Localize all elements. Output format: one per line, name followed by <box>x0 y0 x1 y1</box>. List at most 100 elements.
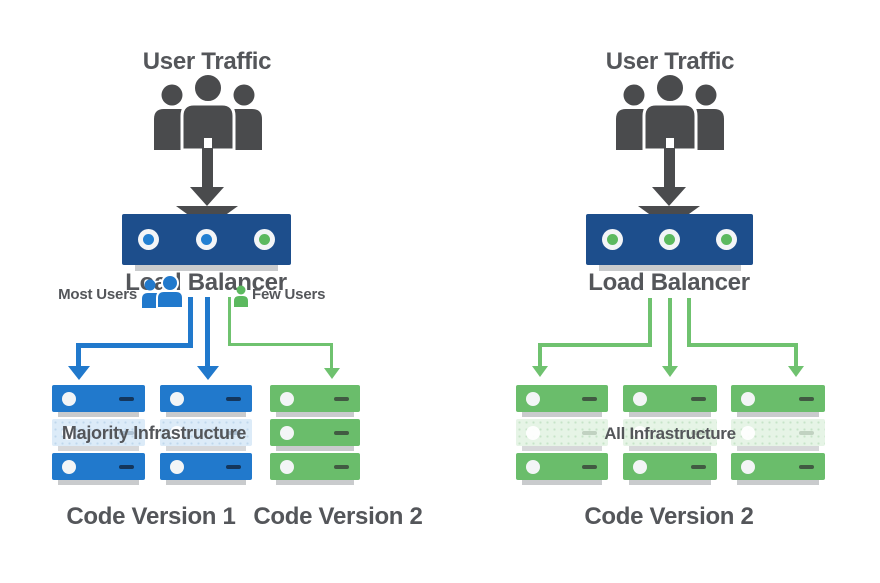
server-shadow <box>629 480 711 485</box>
down-arrowhead-icon <box>190 187 224 206</box>
server-shadow <box>737 412 819 417</box>
server-shadow <box>58 480 139 485</box>
down-arrowhead-icon <box>652 187 686 206</box>
branch-line-green <box>228 343 333 346</box>
server-icon <box>160 419 252 451</box>
server-slot-icon <box>334 430 349 435</box>
right-title: User Traffic <box>605 48 735 75</box>
server-led-icon <box>526 459 540 474</box>
branch-line-green <box>228 297 231 346</box>
server-slot-icon <box>691 396 706 401</box>
blue-arrowhead-icon <box>68 366 90 380</box>
branch-line-blue <box>76 343 193 348</box>
server-led-icon <box>741 391 755 406</box>
server-shadow <box>276 412 354 417</box>
lb-port-icon <box>254 229 275 250</box>
server-icon <box>52 419 145 451</box>
server-led-icon <box>633 425 647 440</box>
right-caption-version2: Code Version 2 <box>584 503 754 530</box>
lb-indicator-dot <box>607 234 618 245</box>
server-slot-icon <box>119 430 134 435</box>
server-icon <box>160 453 252 485</box>
server-slot-icon <box>226 430 241 435</box>
server-icon <box>731 453 825 485</box>
lb-shadow <box>599 265 741 271</box>
server-slot-icon <box>582 396 597 401</box>
right-overlay-label: All Infrastructure <box>604 424 736 443</box>
server-led-icon <box>280 459 294 474</box>
server-led-icon <box>526 391 540 406</box>
server-shadow <box>522 412 602 417</box>
server-shadow <box>629 446 711 451</box>
server-led-icon <box>526 425 540 440</box>
server-led-icon <box>62 425 76 440</box>
server-led-icon <box>170 459 184 474</box>
server-stack <box>52 385 145 487</box>
server-led-icon <box>741 425 755 440</box>
server-led-icon <box>280 391 294 406</box>
branch-line-green <box>687 298 691 347</box>
server-shadow <box>276 480 354 485</box>
most-users-label: Most Users <box>58 286 137 303</box>
branch-line-green <box>648 298 652 347</box>
lb-indicator-dot <box>201 234 212 245</box>
server-icon <box>731 419 825 451</box>
server-slot-icon <box>226 396 241 401</box>
server-icon <box>731 385 825 417</box>
green-arrowhead-icon <box>662 366 678 377</box>
server-slot-icon <box>119 396 134 401</box>
server-slot-icon <box>582 464 597 469</box>
server-slot-icon <box>334 396 349 401</box>
green-arrowhead-icon <box>788 366 804 377</box>
left-caption-version1: Code Version 1 <box>66 503 236 530</box>
server-shadow <box>522 446 602 451</box>
server-icon <box>623 385 717 417</box>
server-led-icon <box>62 391 76 406</box>
server-icon <box>270 419 360 451</box>
server-slot-icon <box>691 464 706 469</box>
lb-port-icon <box>138 229 159 250</box>
down-arrow-icon <box>664 148 675 188</box>
branch-line-blue <box>76 343 81 367</box>
lb-port-icon <box>602 229 623 250</box>
few-users-icon <box>234 285 248 307</box>
lb-indicator-dot <box>664 234 675 245</box>
users-group-icon <box>154 74 262 150</box>
load-balancer-inlet-icon <box>176 206 238 215</box>
down-arrow-icon <box>202 148 213 188</box>
server-stack <box>160 385 252 487</box>
left-title: User Traffic <box>142 48 272 75</box>
server-icon <box>52 385 145 417</box>
lb-port-icon <box>716 229 737 250</box>
lb-indicator-dot <box>721 234 732 245</box>
server-slot-icon <box>799 430 814 435</box>
branch-line-green <box>668 298 672 367</box>
server-led-icon <box>170 425 184 440</box>
server-icon <box>52 453 145 485</box>
lb-port-icon <box>196 229 217 250</box>
server-icon <box>623 419 717 451</box>
green-arrowhead-icon <box>532 366 548 377</box>
lb-shadow <box>135 265 278 271</box>
server-led-icon <box>62 459 76 474</box>
server-icon <box>516 419 608 451</box>
few-users-label: Few Users <box>252 286 326 303</box>
server-stack <box>516 385 608 487</box>
branch-line-green <box>794 343 798 367</box>
server-slot-icon <box>334 464 349 469</box>
left-caption-version2: Code Version 2 <box>253 503 423 530</box>
server-shadow <box>58 412 139 417</box>
server-icon <box>623 453 717 485</box>
lb-indicator-dot <box>259 234 270 245</box>
server-shadow <box>166 412 246 417</box>
server-stack <box>270 385 360 487</box>
lb-indicator-dot <box>143 234 154 245</box>
server-icon <box>270 453 360 485</box>
blue-arrowhead-icon <box>197 366 219 380</box>
branch-line-green <box>687 343 798 347</box>
most-users-icon <box>142 275 184 308</box>
left-overlay-label: Majority Infrastructure <box>61 423 247 443</box>
server-slot-icon <box>226 464 241 469</box>
server-icon <box>516 385 608 417</box>
